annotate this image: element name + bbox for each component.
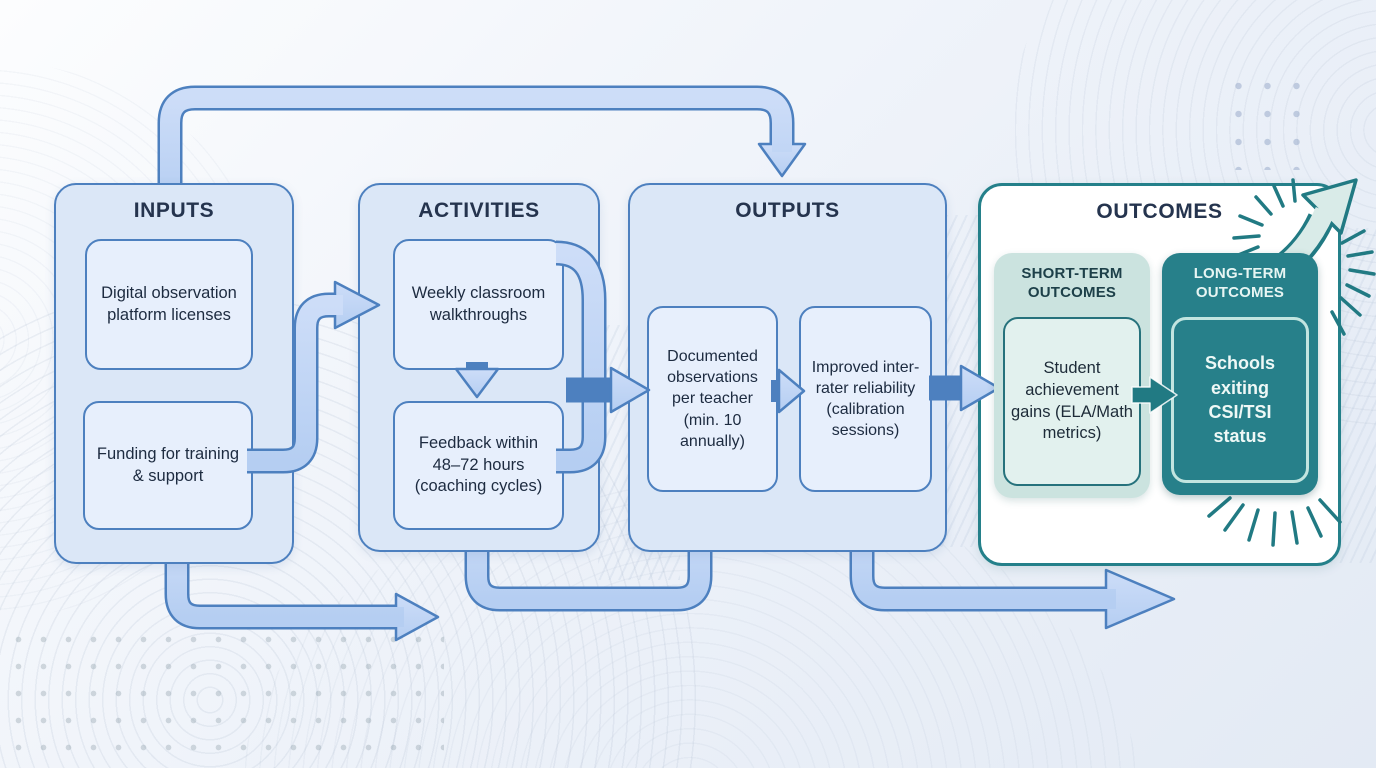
outputs-panel: OUTPUTS Documented observations per teac… <box>628 183 947 552</box>
burst-ray <box>1346 250 1374 258</box>
long-term-outcome-box: Schools exiting CSI/TSI status <box>1171 317 1309 483</box>
outputs-box-inter-rater-reliability: Improved inter-rater reliability (calibr… <box>799 306 932 492</box>
arrow-head-down-icon <box>757 142 807 178</box>
long-term-outcomes-container: LONG-TERM OUTCOMES Schools exiting CSI/T… <box>1162 253 1318 495</box>
burst-ray <box>1339 296 1362 317</box>
burst-ray <box>1340 229 1366 245</box>
short-term-outcomes-container: SHORT-TERM OUTCOMES Student achievement … <box>994 253 1150 498</box>
dot-grid-top-right <box>1224 72 1302 170</box>
short-term-outcomes-title: SHORT-TERM OUTCOMES <box>1021 265 1123 302</box>
activities-title: ACTIVITIES <box>418 199 540 222</box>
burst-ray <box>1345 283 1371 298</box>
outcomes-title: OUTCOMES <box>1096 200 1223 223</box>
burst-ray <box>1348 268 1376 276</box>
inputs-box-funding: Funding for training & support <box>83 401 253 530</box>
activities-box-feedback: Feedback within 48–72 hours (coaching cy… <box>393 401 564 530</box>
arrow-head-right-icon <box>394 592 440 642</box>
activities-panel: ACTIVITIES Weekly classroom walkthroughs… <box>358 183 600 552</box>
short-term-outcome-box: Student achievement gains (ELA/Math metr… <box>1003 317 1141 486</box>
inputs-panel: INPUTS Digital observation platform lice… <box>54 183 294 564</box>
dot-grid-bottom-left <box>6 626 444 768</box>
activities-box-walkthroughs: Weekly classroom walkthroughs <box>393 239 564 370</box>
inputs-title: INPUTS <box>133 199 215 222</box>
outputs-box-documented-observations: Documented observations per teacher (min… <box>647 306 778 492</box>
outputs-title: OUTPUTS <box>735 199 840 222</box>
long-term-outcomes-title: LONG-TERM OUTCOMES <box>1193 265 1287 302</box>
arrow-head-right-icon <box>1104 568 1176 630</box>
inputs-box-digital-platform: Digital observation platform licenses <box>85 239 253 370</box>
